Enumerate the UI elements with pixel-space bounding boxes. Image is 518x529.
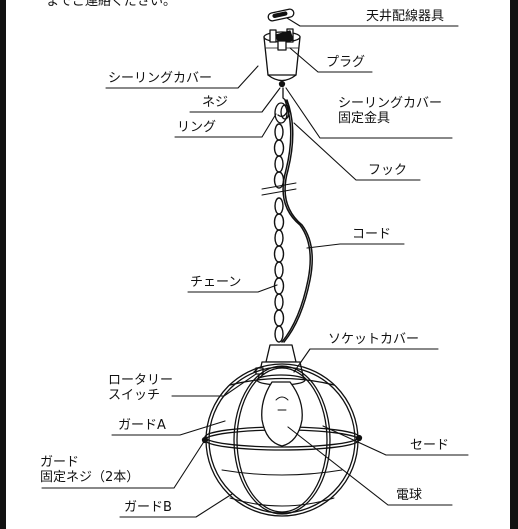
label-guard-screws-line2: 固定ネジ（2本）: [40, 470, 140, 485]
label-guard-a: ガードA: [118, 418, 166, 433]
label-ceiling-cover: シーリングカバー: [108, 71, 213, 86]
cord-part: [281, 99, 313, 343]
label-chain: チェーン: [190, 275, 242, 290]
bulb-part: [261, 381, 303, 447]
label-ceiling-bracket: シーリングカバー 固定金具: [338, 96, 458, 126]
ceiling-cover-part: [263, 28, 301, 88]
label-shade: セード: [410, 438, 450, 453]
label-socket-cover: ソケットカバー: [328, 332, 420, 347]
header-text-fragment: までご連絡ください。: [46, 0, 177, 9]
label-ceiling-fixture: 天井配線器具: [366, 9, 445, 24]
label-screw: ネジ: [202, 95, 229, 110]
ceiling-fixture-part: [267, 8, 295, 22]
label-hook: フック: [368, 163, 408, 178]
label-ceiling-bracket-line1: シーリングカバー: [338, 96, 443, 111]
label-rotary-switch-line1: ロータリー: [108, 373, 174, 388]
leader-lines: [41, 17, 469, 518]
label-cord: コード: [352, 227, 392, 242]
label-guard-screws-line1: ガード: [40, 455, 80, 470]
left-frame-bar: [0, 0, 6, 529]
label-guard-b: ガードB: [124, 500, 172, 515]
label-rotary-switch: ロータリー スイッチ: [108, 373, 198, 403]
right-frame-bar: [510, 0, 518, 529]
label-ring: リング: [177, 120, 217, 135]
chain-part: [261, 123, 297, 343]
label-ceiling-bracket-line2: 固定金具: [338, 111, 391, 126]
label-bulb: 電球: [396, 488, 423, 503]
label-rotary-switch-line2: スイッチ: [108, 388, 161, 403]
label-guard-screws: ガード 固定ネジ（2本）: [40, 455, 180, 485]
label-plug: プラグ: [326, 55, 366, 70]
